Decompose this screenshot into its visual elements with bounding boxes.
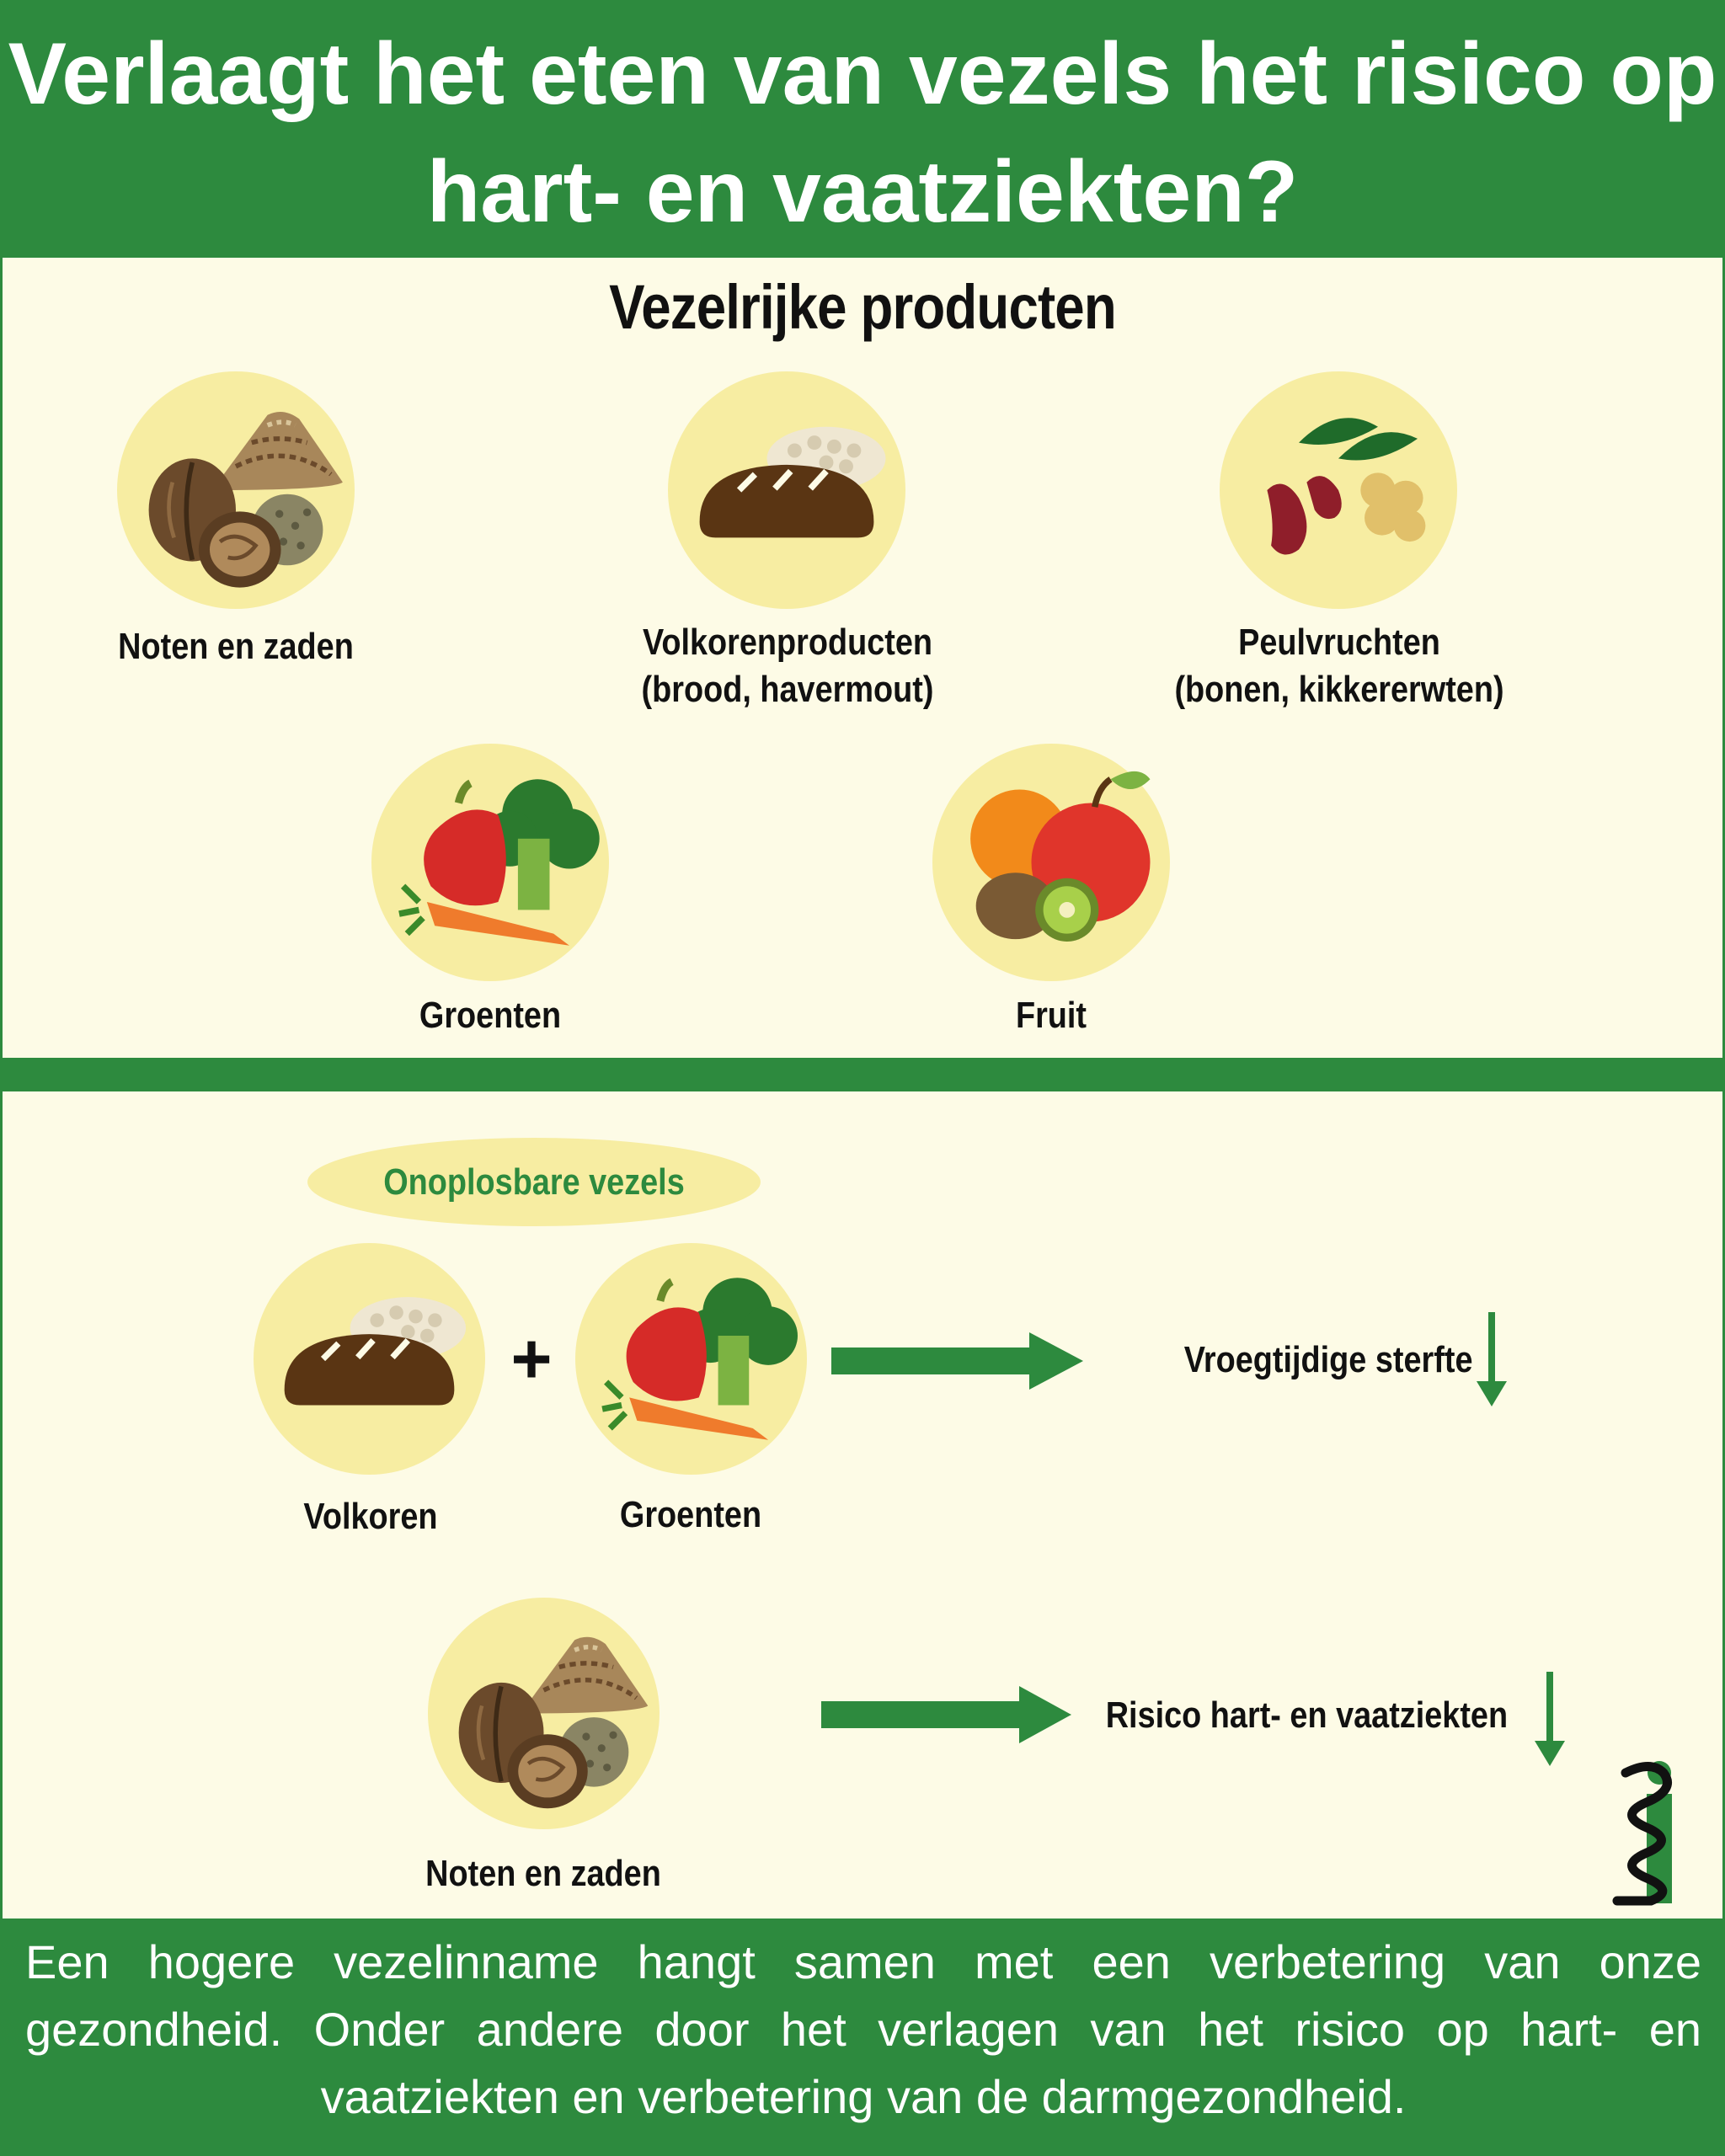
combo-label-wholegrain: Volkoren [303,1496,438,1537]
down-arrow-icon [1477,1312,1507,1406]
footer-text: Een hogere vezelinname hangt samen met e… [25,1935,1701,2123]
product-label-legumes: Peulvruchten (bonen, kikkererwten) [1174,622,1504,710]
plus-sign: + [510,1319,553,1398]
outcome-cardiovascular-risk: Risico hart- en vaatziekten [1105,1694,1509,1736]
effects-panel [0,1091,1725,1919]
effect-label-nuts: Noten en zaden [425,1853,661,1894]
effect-circle-nuts [428,1598,660,1829]
combo-label-vegetables: Groenten [619,1494,762,1535]
right-arrow-icon [821,1686,1071,1743]
combo-circle-wholegrain [254,1243,485,1475]
product-circle-legumes [1220,371,1457,609]
outcome-mortality: Vroegtijdige sterfte [1183,1339,1473,1380]
logo-icon [1612,1761,1672,1906]
section-divider [0,1058,1725,1091]
right-arrow-icon [831,1332,1083,1390]
product-circle-wholegrain [668,371,905,609]
nuts-seeds-icon [428,1598,660,1829]
combo-circle-vegetables [575,1243,807,1475]
product-circle-fruit [932,744,1170,981]
product-label-wholegrain: Volkorenproducten (brood, havermout) [641,622,934,710]
down-arrow-icon [1535,1672,1565,1766]
products-title: Vezelrijke producten [609,272,1117,342]
header-banner [0,0,1725,258]
fiber-type-label: Onoplosbare vezels [383,1161,685,1203]
product-circle-vegetables [371,744,609,981]
fiber-type-badge [307,1138,761,1226]
product-circle-nuts [117,371,355,609]
product-label-fruit: Fruit [1015,995,1087,1036]
product-label-vegetables: Groenten [419,995,562,1036]
product-label-nuts: Noten en zaden [118,626,354,667]
page-title: Verlaagt het eten van vezels het risico … [8,25,1717,241]
footer-banner [0,1919,1725,2156]
